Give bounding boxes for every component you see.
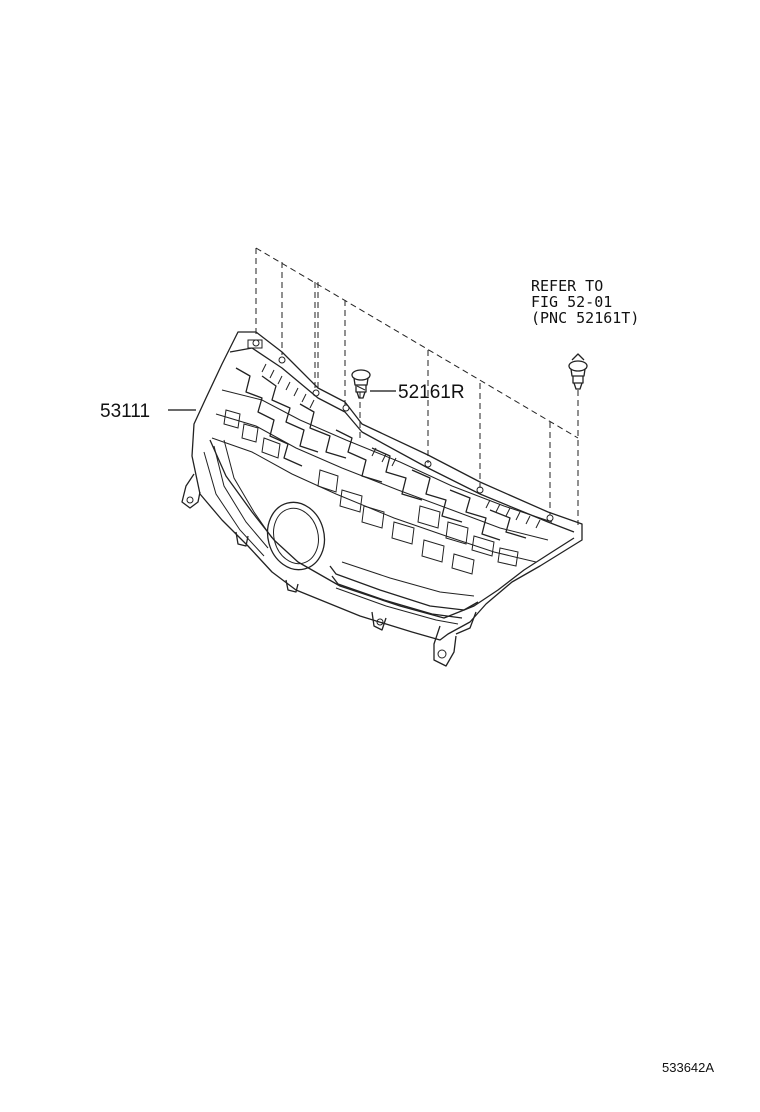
part-number-52161r: 52161R	[398, 382, 465, 403]
clip-52161r-drawing	[351, 369, 371, 399]
reference-note-line3: (PNC 52161T)	[531, 309, 639, 327]
reference-note-line2: FIG 52-01	[531, 293, 612, 311]
clip-52161t-drawing	[568, 353, 588, 390]
reference-note-line1: REFER TO	[531, 277, 603, 295]
illustration-code: 533642A	[662, 1060, 714, 1075]
part-number-53111: 53111	[100, 401, 150, 422]
radiator-grille-drawing	[181, 331, 583, 667]
dashed-alignment-lines	[255, 247, 579, 525]
